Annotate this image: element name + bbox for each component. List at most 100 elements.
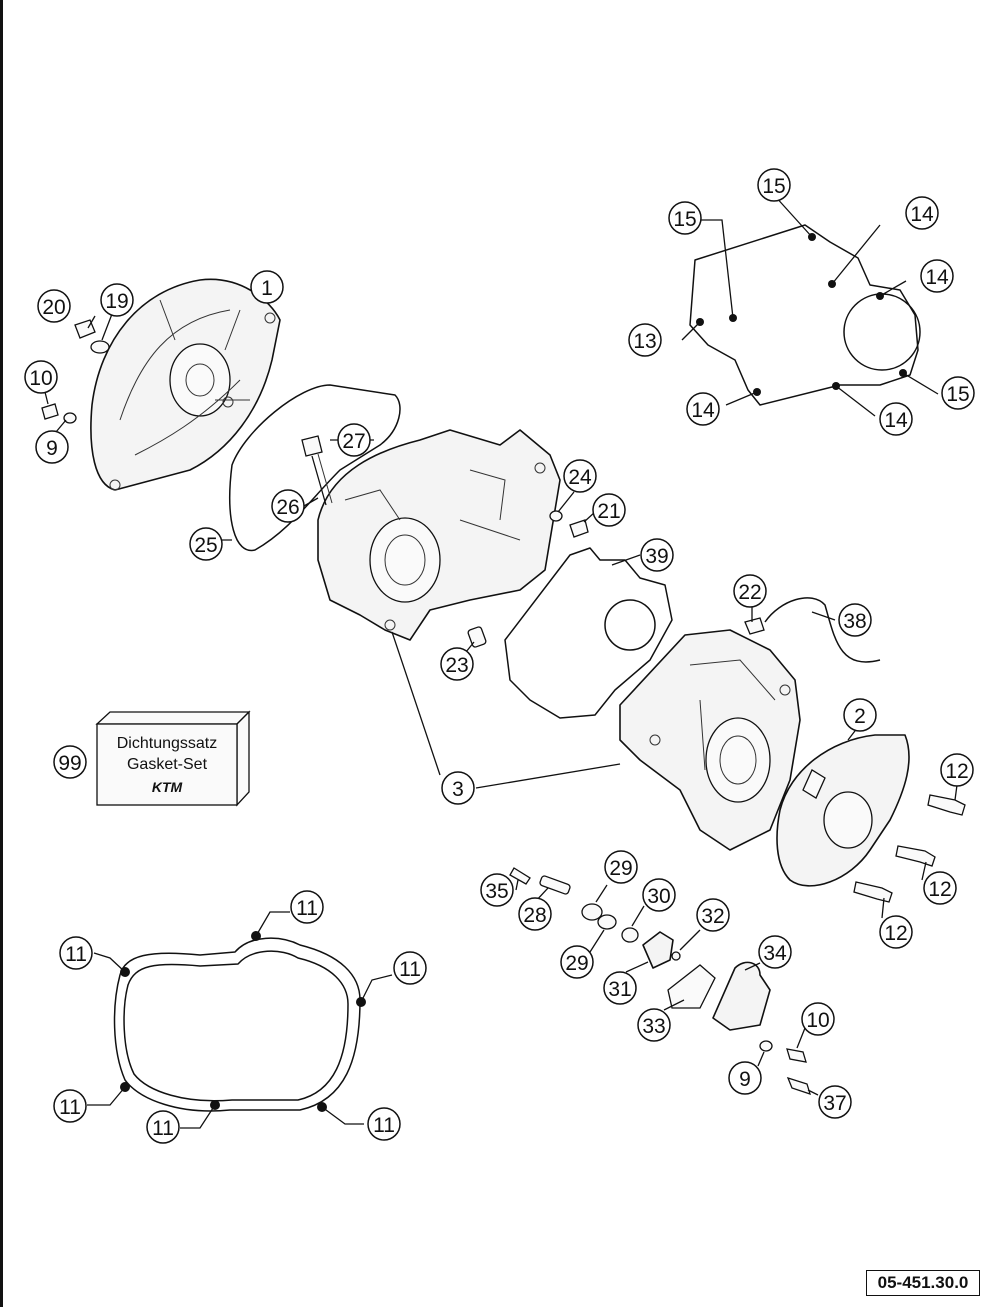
- callout-23: 23: [440, 647, 474, 681]
- svg-text:3: 3: [452, 778, 464, 801]
- svg-text:99: 99: [58, 752, 81, 775]
- svg-text:12: 12: [945, 760, 968, 783]
- svg-text:31: 31: [608, 978, 631, 1001]
- svg-text:21: 21: [597, 500, 620, 523]
- callout-14b: 14: [920, 259, 954, 293]
- svg-text:37: 37: [823, 1092, 846, 1115]
- callout-37: 37: [818, 1085, 852, 1119]
- svg-text:34: 34: [763, 942, 787, 965]
- callout-14d: 14: [879, 402, 913, 436]
- clutch-cover-bolts: [853, 794, 966, 903]
- svg-text:19: 19: [105, 290, 128, 313]
- callout-31: 31: [603, 971, 637, 1005]
- callout-11a: 11: [290, 890, 324, 924]
- svg-text:10: 10: [29, 367, 52, 390]
- callout-9a: 9: [35, 430, 69, 464]
- svg-text:24: 24: [568, 466, 592, 489]
- callout-33: 33: [637, 1008, 671, 1042]
- outer-cover-gasket: [113, 931, 366, 1112]
- callout-15c: 15: [941, 376, 975, 410]
- callout-3: 3: [441, 771, 475, 805]
- crankcase-left-half: [317, 429, 561, 641]
- callout-19: 19: [100, 283, 134, 317]
- ktm-logo: KTM: [152, 779, 183, 795]
- svg-text:15: 15: [673, 208, 696, 231]
- callout-24: 24: [563, 459, 597, 493]
- drawing-number-label: 05-451.30.0: [866, 1270, 980, 1296]
- washer-part-24: [549, 510, 563, 522]
- callout-27: 27: [337, 423, 371, 457]
- ignition-cover-gasket: [229, 384, 401, 552]
- svg-text:12: 12: [928, 878, 951, 901]
- callout-39: 39: [640, 538, 674, 572]
- svg-text:39: 39: [645, 545, 668, 568]
- callout-12c: 12: [879, 915, 913, 949]
- svg-text:28: 28: [523, 904, 546, 927]
- callout-15a: 15: [757, 168, 791, 202]
- svg-text:14: 14: [691, 399, 715, 422]
- svg-text:26: 26: [276, 496, 299, 519]
- svg-text:11: 11: [65, 943, 87, 966]
- callout-29a: 29: [604, 850, 638, 884]
- callout-11c: 11: [393, 951, 427, 985]
- svg-text:29: 29: [609, 857, 632, 880]
- callout-28: 28: [518, 897, 552, 931]
- crankcase-center-gasket: [504, 547, 673, 719]
- svg-text:14: 14: [884, 409, 908, 432]
- ignition-cover-part: [90, 278, 281, 491]
- callout-1: 1: [250, 270, 284, 304]
- svg-text:30: 30: [647, 885, 670, 908]
- callout-32: 32: [696, 898, 730, 932]
- svg-text:38: 38: [843, 610, 866, 633]
- callout-30: 30: [642, 878, 676, 912]
- svg-text:10: 10: [806, 1009, 829, 1032]
- callout-10a: 10: [24, 360, 58, 394]
- callout-38: 38: [838, 603, 872, 637]
- callout-11e: 11: [146, 1110, 180, 1144]
- callout-29b: 29: [560, 945, 594, 979]
- page-border-line: [0, 0, 3, 1307]
- callout-11b: 11: [59, 936, 93, 970]
- crankcase-right-half: [619, 629, 801, 851]
- callout-12a: 12: [940, 753, 974, 787]
- svg-text:9: 9: [46, 437, 58, 460]
- svg-text:35: 35: [485, 880, 508, 903]
- callout-99: 99: [53, 745, 87, 779]
- svg-text:22: 22: [738, 581, 761, 604]
- callout-12b: 12: [923, 871, 957, 905]
- plug-part-21: [569, 519, 589, 538]
- svg-text:15: 15: [762, 175, 785, 198]
- svg-text:14: 14: [925, 266, 949, 289]
- svg-text:23: 23: [445, 654, 468, 677]
- oil-plug-screw-parts: [41, 319, 110, 424]
- callout-20: 20: [37, 289, 71, 323]
- callout-11f: 11: [367, 1107, 401, 1141]
- svg-text:33: 33: [642, 1015, 665, 1038]
- svg-text:13: 13: [633, 330, 656, 353]
- svg-text:27: 27: [342, 430, 365, 453]
- water-pump-parts: [509, 867, 811, 1096]
- clutch-cover-part: [776, 734, 910, 887]
- svg-text:2: 2: [854, 705, 866, 728]
- svg-text:14: 14: [910, 203, 934, 226]
- svg-text:11: 11: [296, 897, 318, 920]
- svg-text:11: 11: [373, 1114, 395, 1137]
- callout-22: 22: [733, 574, 767, 608]
- svg-text:9: 9: [739, 1068, 751, 1091]
- callout-26: 26: [271, 489, 305, 523]
- callout-34: 34: [758, 935, 792, 969]
- callout-11d: 11: [53, 1089, 87, 1123]
- callout-14c: 14: [686, 392, 720, 426]
- callout-14a: 14: [905, 196, 939, 230]
- breather-hose-part: [744, 597, 881, 663]
- svg-text:1: 1: [261, 277, 273, 300]
- svg-text:11: 11: [59, 1096, 81, 1119]
- gasket-set-box: Dichtungssatz Gasket-Set KTM: [95, 710, 251, 807]
- callout-13: 13: [628, 323, 662, 357]
- callout-10b: 10: [801, 1002, 835, 1036]
- svg-text:15: 15: [946, 383, 969, 406]
- stud-bolt-part: [301, 435, 333, 506]
- callout-2: 2: [843, 698, 877, 732]
